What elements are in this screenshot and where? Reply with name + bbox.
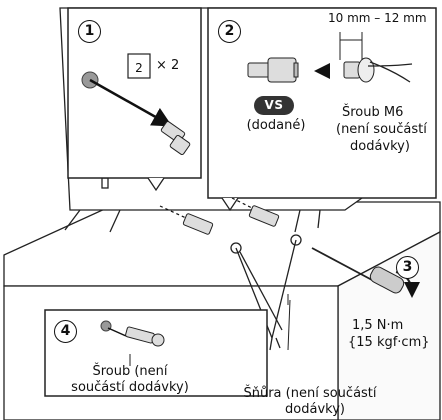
step-number-3: 3 bbox=[396, 256, 419, 279]
dimension-label: 10 mm – 12 mm bbox=[328, 10, 427, 26]
torque-label-line2: {15 kgf·cm} bbox=[348, 335, 430, 351]
wall-screw-label-line1: Šroub (není bbox=[60, 364, 200, 380]
m6-screw-label-line3: dodávky) bbox=[350, 139, 410, 155]
step-number-1: 1 bbox=[78, 20, 101, 43]
step-ref-number: 2 bbox=[129, 56, 149, 76]
cord-label-line2: dodávky) bbox=[270, 402, 360, 418]
torque-label-line1: 1,5 N·m bbox=[352, 318, 403, 334]
m6-screw-label-line2: (není součástí bbox=[336, 122, 427, 138]
step-number-2: 2 bbox=[218, 20, 241, 43]
wall-hole bbox=[101, 321, 111, 331]
supplied-badge: VS bbox=[254, 96, 294, 115]
repeat-count-label: × 2 bbox=[156, 58, 179, 74]
wall-screw-label-line2: součástí dodávky) bbox=[55, 380, 205, 396]
m6-screw-label-line1: Šroub M6 bbox=[342, 105, 403, 121]
supplied-label: (dodané) bbox=[236, 118, 316, 134]
step-number-4: 4 bbox=[54, 320, 77, 343]
cord-label-line1: Šňůra (není součástí bbox=[230, 386, 390, 402]
